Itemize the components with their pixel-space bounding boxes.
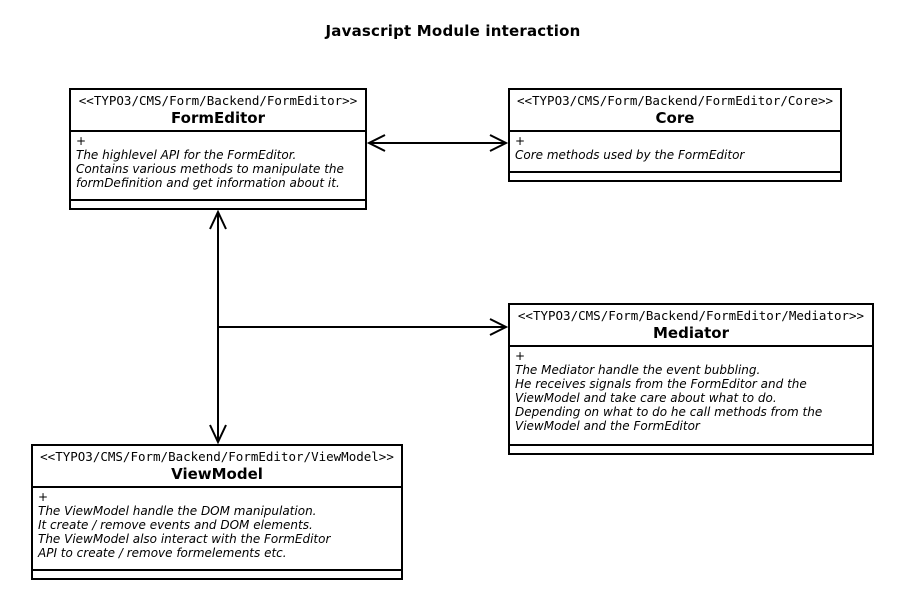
arrow-formeditor-core — [366, 134, 509, 152]
class-name: Mediator — [653, 324, 729, 342]
visibility-marker: + — [76, 134, 87, 148]
class-box-viewmodel: <<TYPO3/CMS/Form/Backend/FormEditor/View… — [31, 444, 403, 580]
class-body: + The Mediator handle the event bubbling… — [510, 347, 872, 444]
class-name: Core — [655, 109, 695, 127]
arrow-to-mediator — [218, 318, 509, 336]
class-description: The Mediator handle the event bubbling. … — [515, 363, 823, 433]
class-body: + The highlevel API for the FormEditor. … — [71, 132, 365, 199]
arrow-formeditor-viewmodel — [209, 209, 227, 445]
class-description: The ViewModel handle the DOM manipulatio… — [38, 504, 331, 560]
class-stereotype: <<TYPO3/CMS/Form/Backend/FormEditor/Core… — [516, 93, 834, 108]
class-stereotype: <<TYPO3/CMS/Form/Backend/FormEditor/Medi… — [517, 308, 865, 323]
visibility-marker: + — [515, 134, 526, 148]
class-body: + Core methods used by the FormEditor — [510, 132, 840, 171]
class-name: ViewModel — [171, 465, 263, 483]
class-stereotype: <<TYPO3/CMS/Form/Backend/FormEditor/View… — [40, 449, 394, 464]
class-body: + The ViewModel handle the DOM manipulat… — [33, 488, 401, 569]
visibility-marker: + — [515, 349, 526, 363]
class-description: The highlevel API for the FormEditor. Co… — [76, 148, 344, 190]
class-header: <<TYPO3/CMS/Form/Backend/FormEditor/Core… — [510, 90, 840, 132]
class-header: <<TYPO3/CMS/Form/Backend/FormEditor/Medi… — [510, 305, 872, 347]
class-header: <<TYPO3/CMS/Form/Backend/FormEditor/View… — [33, 446, 401, 488]
class-box-mediator: <<TYPO3/CMS/Form/Backend/FormEditor/Medi… — [508, 303, 874, 455]
class-footer-compartment — [510, 444, 872, 453]
class-box-core: <<TYPO3/CMS/Form/Backend/FormEditor/Core… — [508, 88, 842, 182]
class-box-formeditor: <<TYPO3/CMS/Form/Backend/FormEditor>> Fo… — [69, 88, 367, 210]
class-footer-compartment — [33, 569, 401, 578]
class-footer-compartment — [510, 171, 840, 180]
class-header: <<TYPO3/CMS/Form/Backend/FormEditor>> Fo… — [71, 90, 365, 132]
class-stereotype: <<TYPO3/CMS/Form/Backend/FormEditor>> — [78, 93, 358, 108]
class-description: Core methods used by the FormEditor — [515, 148, 745, 162]
visibility-marker: + — [38, 490, 49, 504]
diagram-title: Javascript Module interaction — [325, 22, 581, 40]
class-footer-compartment — [71, 199, 365, 208]
class-name: FormEditor — [171, 109, 265, 127]
